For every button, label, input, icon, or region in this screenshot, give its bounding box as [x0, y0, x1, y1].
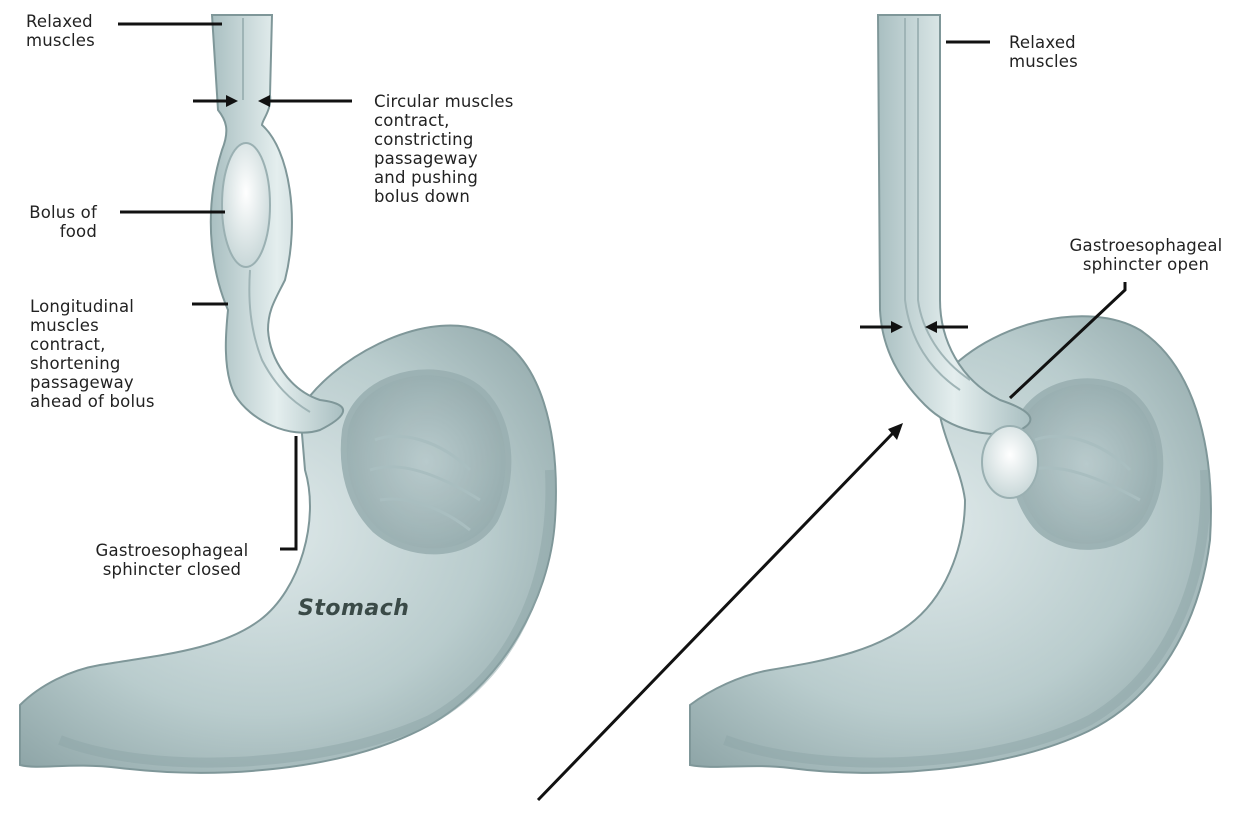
circular-muscles-label: Circular muscles contract, constricting … [374, 92, 514, 206]
left-bolus [222, 143, 270, 267]
left-stomach-inner [344, 372, 509, 551]
longitudinal-muscles-label: Longitudinal muscles contract, shortenin… [30, 297, 155, 411]
bolus-of-food-label: Bolus of food [20, 203, 97, 241]
right-relaxed-muscles-label: Relaxed muscles [1009, 33, 1078, 71]
sphincter-open-label: Gastroesophageal sphincter open [1052, 236, 1240, 274]
left-esophagus [211, 15, 343, 433]
left-relaxed-muscles-label: Relaxed muscles [26, 12, 95, 50]
right-bolus [982, 426, 1038, 498]
stomach-label: Stomach [298, 599, 409, 618]
sphincter-closed-label: Gastroesophageal sphincter closed [76, 541, 268, 579]
